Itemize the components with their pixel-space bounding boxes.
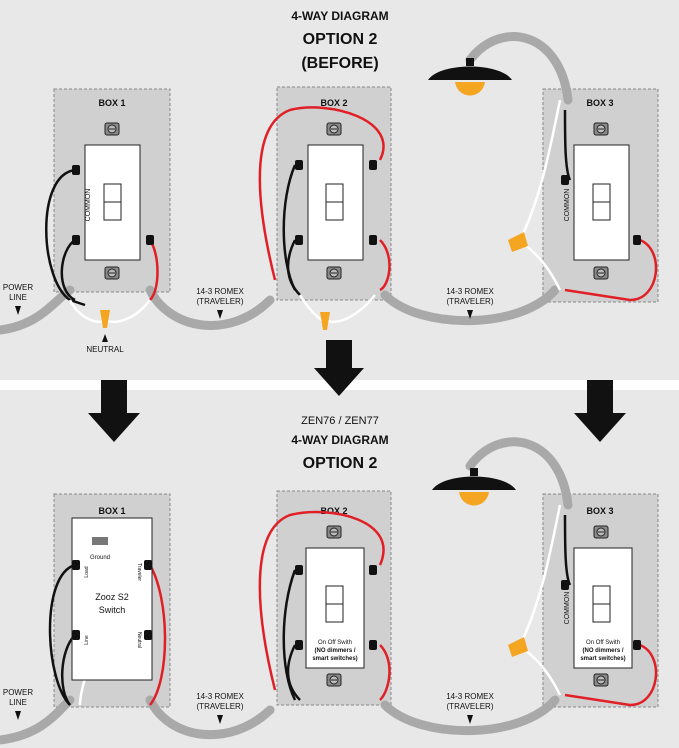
zooz-label-1: Zooz S2: [95, 592, 129, 602]
top-box2-label: BOX 2: [320, 98, 347, 108]
zooz-label-2: Switch: [99, 605, 126, 615]
b3-onoff-3: smart switches): [580, 656, 625, 662]
top-cable-power: [0, 285, 75, 335]
top-wire-white-b3b: [524, 244, 562, 291]
bottom-cable-romex-1: [145, 695, 275, 740]
bottom-title-line3: OPTION 2: [303, 455, 378, 472]
top-common-label-b1: COMMON: [85, 189, 92, 222]
top-romex1-label2: (TRAVELER): [197, 297, 244, 306]
bottom-switch-3: COMMON On Off Swith (NO dimmers / smart …: [561, 525, 641, 687]
bottom-romex2-label2: (TRAVELER): [447, 702, 494, 711]
top-cable-romex-1: [145, 285, 275, 330]
top-wire-black-b1: [45, 168, 86, 307]
b2-onoff-1: On Off Swith: [318, 640, 352, 646]
neutral-terminal-label: Neutral: [136, 632, 142, 648]
bottom-wire-black-b1: [48, 563, 76, 706]
ground-terminal: [92, 537, 108, 545]
top-romex1-arrow-icon: [217, 310, 223, 319]
bottom-box2-label: BOX 2: [320, 506, 347, 516]
top-wirenut-b2: [320, 312, 330, 330]
top-power-line-2: LINE: [9, 293, 27, 302]
top-neutral-arrow-icon: [102, 334, 108, 342]
top-romex2-label2: (TRAVELER): [447, 297, 494, 306]
bottom-power-arrow-icon: [15, 711, 21, 720]
top-cable-fixture: [465, 32, 573, 105]
bottom-wire-black-b1b: [60, 634, 76, 706]
ground-label: Ground: [90, 555, 110, 561]
top-title-line3: (BEFORE): [301, 55, 378, 72]
top-common-label-b3: COMMON: [564, 189, 571, 222]
top-wire-red-b2a: [258, 106, 385, 281]
b3-onoff-2: (NO dimmers /: [582, 648, 623, 654]
top-light-fixture: [428, 58, 512, 96]
top-switch-2: [295, 122, 377, 280]
traveler-label: Traveler: [136, 563, 142, 581]
bottom-bulb-icon: [459, 492, 489, 506]
top-romex1-label1: 14-3 ROMEX: [196, 287, 244, 296]
top-power-arrow-icon: [15, 306, 21, 315]
top-switch-1: COMMON: [72, 122, 154, 280]
top-wire-red-b2b: [379, 239, 391, 292]
bottom-wire-red-b2a: [258, 510, 385, 691]
bottom-cable-fixture: [465, 437, 573, 510]
top-romex2-arrow-icon: [467, 310, 473, 319]
bottom-wirenut-b3: [508, 637, 528, 657]
line-label: Line: [84, 635, 90, 645]
bottom-wire-black-b2b: [286, 644, 301, 701]
top-power-line-1: POWER: [3, 283, 33, 292]
top-wirenut-b3: [508, 232, 528, 252]
arrow-down-icon-right: [574, 380, 626, 442]
bottom-cable-power: [0, 695, 75, 745]
bottom-light-fixture: [432, 468, 516, 506]
load-label: Load: [84, 566, 90, 577]
b2-onoff-3: smart switches): [312, 656, 357, 662]
bottom-common-label-b3: COMMON: [564, 592, 571, 625]
bottom-wire-red-b1: [148, 564, 167, 706]
top-neutral-label: NEUTRAL: [86, 345, 124, 354]
arrow-down-icon-left: [88, 380, 140, 442]
top-wire-black-b1b: [60, 238, 76, 302]
top-title-line2: OPTION 2: [303, 31, 378, 48]
bottom-romex2-label1: 14-3 ROMEX: [446, 692, 494, 701]
top-title-line1: 4-WAY DIAGRAM: [291, 9, 388, 23]
bottom-power-line-1: POWER: [3, 688, 33, 697]
top-romex2-label1: 14-3 ROMEX: [446, 287, 494, 296]
top-bulb-icon: [455, 82, 485, 96]
bottom-zooz-switch: Ground Load Traveler Line Neutral Zooz S…: [71, 517, 153, 681]
bottom-romex1-arrow-icon: [217, 715, 223, 724]
bottom-diagram: ZEN76 / ZEN77 4-WAY DIAGRAM OPTION 2 BOX…: [0, 415, 659, 745]
bottom-box3-label: BOX 3: [586, 506, 613, 516]
bottom-wire-white-b3: [518, 504, 562, 646]
bottom-switch-2: On Off Swith (NO dimmers / smart switche…: [295, 525, 377, 687]
top-diagram: 4-WAY DIAGRAM OPTION 2 (BEFORE) BOX 1 BO…: [0, 9, 659, 354]
top-wire-red-b3: [564, 238, 658, 302]
bottom-box1-label: BOX 1: [98, 506, 125, 516]
bottom-romex1-label1: 14-3 ROMEX: [196, 692, 244, 701]
top-box3-label: BOX 3: [586, 98, 613, 108]
b3-onoff-1: On Off Swith: [586, 640, 620, 646]
top-wire-white-b3: [518, 99, 562, 241]
bottom-romex2-arrow-icon: [467, 715, 473, 724]
bottom-title-line1: ZEN76 / ZEN77: [301, 415, 379, 427]
top-switch-3: COMMON: [561, 122, 641, 280]
bottom-power-line-2: LINE: [9, 698, 27, 707]
b2-onoff-2: (NO dimmers /: [314, 648, 355, 654]
bottom-wire-white-b3b: [524, 649, 562, 696]
bottom-cable-romex-2: [380, 695, 560, 736]
top-wirenut-b1: [100, 310, 110, 328]
bottom-romex1-label2: (TRAVELER): [197, 702, 244, 711]
bottom-title-line2: 4-WAY DIAGRAM: [291, 433, 388, 447]
top-wire-black-b2b: [286, 239, 301, 296]
top-cable-romex-2: [380, 285, 560, 326]
bottom-wire-red-b2b: [379, 644, 391, 701]
arrow-down-icon: [314, 340, 364, 396]
top-box1-label: BOX 1: [98, 98, 125, 108]
bottom-wire-red-b3: [564, 643, 658, 707]
